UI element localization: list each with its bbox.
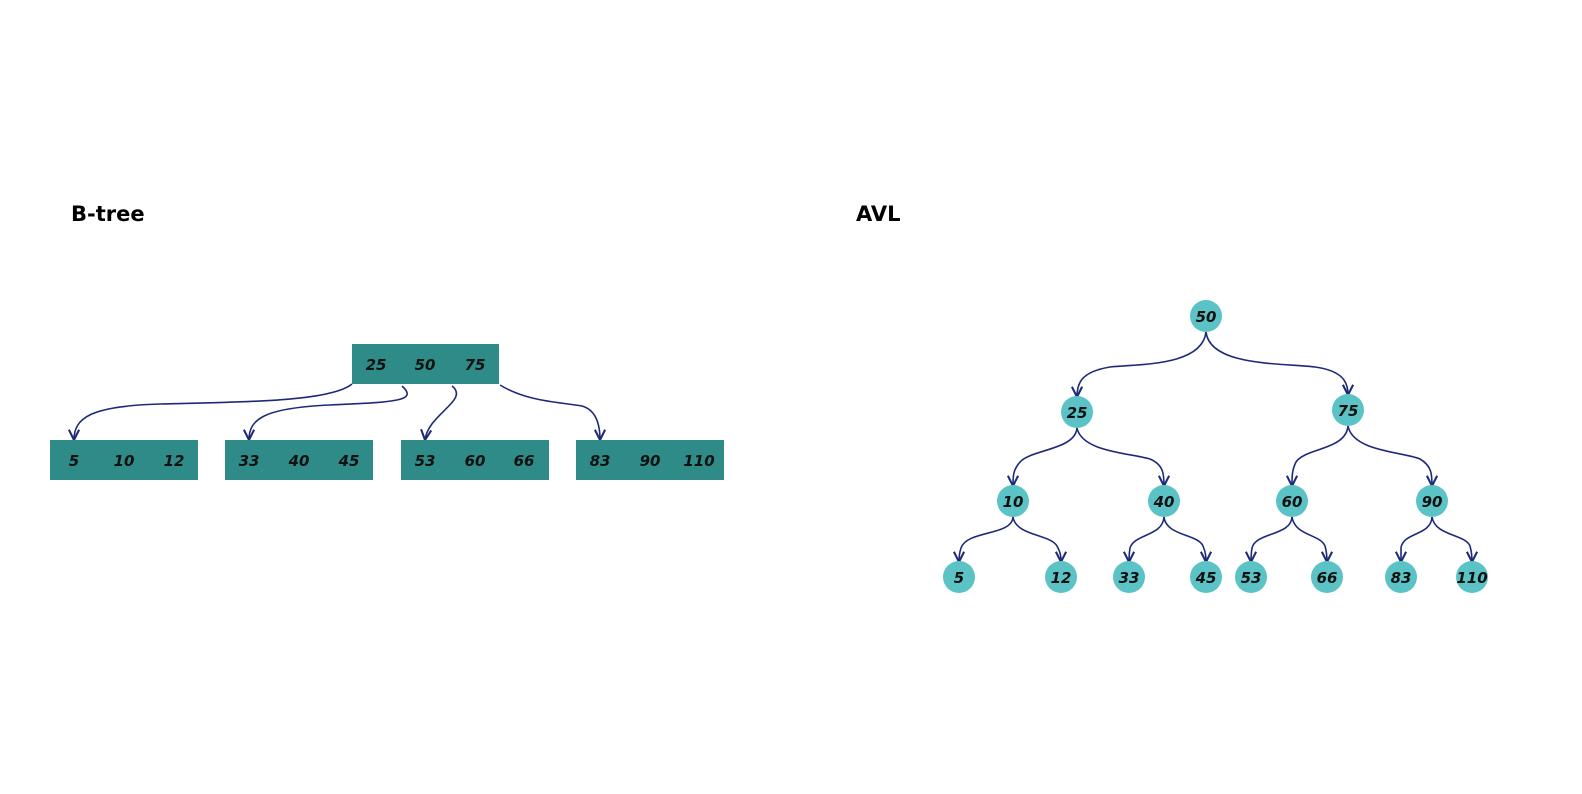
avl-title: AVL [856, 202, 900, 226]
avl-node: 75 [1332, 394, 1364, 426]
avl-node-key: 60 [1282, 493, 1303, 511]
avl-edge [1077, 331, 1207, 397]
avl-node-key: 50 [1196, 308, 1217, 326]
avl-node: 25 [1061, 396, 1093, 428]
btree-leaf-node: 33 40 45 [225, 440, 373, 480]
avl-node: 10 [997, 485, 1029, 517]
avl-node-key: 10 [1003, 493, 1024, 511]
btree-leaf-key: 40 [288, 452, 310, 470]
btree-title: B-tree [71, 202, 145, 226]
btree-leaf-key: 60 [465, 452, 486, 470]
avl-edge [959, 516, 1014, 562]
btree-leaf-node: 5 10 12 [50, 440, 198, 480]
btree-leaf-key: 53 [415, 452, 436, 470]
btree-leaf-key: 110 [683, 452, 714, 470]
avl-edge [1129, 516, 1165, 562]
btree-edge-leaf-4 [499, 384, 600, 440]
avl-node-key: 12 [1051, 569, 1072, 587]
btree-leaf-key: 10 [114, 452, 135, 470]
btree-root-node: 25 50 75 [352, 344, 499, 384]
avl-node: 53 [1235, 561, 1267, 593]
btree-leaf-key: 5 [69, 452, 79, 470]
btree-root-key: 25 [366, 356, 387, 374]
avl-edge [1013, 427, 1078, 486]
btree-edges [74, 383, 600, 440]
avl-nodes: 50 25 75 10 40 60 90 5 12 33 45 53 66 83… [943, 300, 1488, 593]
btree-leaf-key: 45 [338, 452, 360, 470]
avl-node-key: 75 [1338, 402, 1359, 420]
avl-node-key: 45 [1195, 569, 1217, 587]
avl-node-key: 25 [1067, 404, 1088, 422]
avl-node-key: 83 [1391, 569, 1412, 587]
avl-node: 40 [1148, 485, 1180, 517]
btree-leaf-node: 53 60 66 [401, 440, 549, 480]
avl-edge [1292, 425, 1349, 486]
btree-leaf-box [225, 440, 373, 480]
avl-node-key: 5 [954, 569, 964, 587]
avl-node-key: 40 [1153, 493, 1175, 511]
btree-leaf-box [401, 440, 549, 480]
btree-leaf-key: 12 [164, 452, 185, 470]
btree-leaf-box [50, 440, 198, 480]
avl-node: 83 [1385, 561, 1417, 593]
avl-node-key: 66 [1317, 569, 1338, 587]
avl-node: 5 [943, 561, 975, 593]
avl-edge [1076, 427, 1164, 486]
avl-edge [1431, 516, 1472, 562]
btree-root-key: 75 [465, 356, 486, 374]
avl-edge [1347, 425, 1432, 486]
avl-node: 33 [1113, 561, 1145, 593]
avl-edges [959, 331, 1472, 562]
avl-node: 110 [1456, 561, 1488, 593]
avl-node-key: 90 [1422, 493, 1443, 511]
btree-root-box [352, 344, 499, 384]
avl-edge [1163, 516, 1206, 562]
btree-root-key: 50 [415, 356, 436, 374]
avl-node-key: 110 [1456, 569, 1487, 587]
avl-node: 12 [1045, 561, 1077, 593]
avl-node: 90 [1416, 485, 1448, 517]
avl-edge [1012, 516, 1061, 562]
avl-node: 60 [1276, 485, 1308, 517]
btree-leaf-key: 90 [640, 452, 661, 470]
avl-edge [1205, 331, 1348, 395]
avl-node: 66 [1311, 561, 1343, 593]
btree-leaf-key: 66 [514, 452, 535, 470]
avl-edge [1401, 516, 1433, 562]
avl-edge [1251, 516, 1293, 562]
avl-node: 45 [1190, 561, 1222, 593]
btree-leaf-node: 83 90 110 [576, 440, 724, 480]
btree-edge-leaf-1 [74, 383, 353, 440]
btree-edge-leaf-3 [425, 385, 458, 440]
btree-edge-leaf-2 [249, 385, 408, 440]
btree-leaf-key: 33 [239, 452, 260, 470]
avl-node-key: 33 [1119, 569, 1140, 587]
avl-node-key: 53 [1241, 569, 1262, 587]
btree-leaf-box [576, 440, 724, 480]
avl-node: 50 [1190, 300, 1222, 332]
avl-edge [1291, 516, 1327, 562]
btree-leaf-key: 83 [590, 452, 611, 470]
